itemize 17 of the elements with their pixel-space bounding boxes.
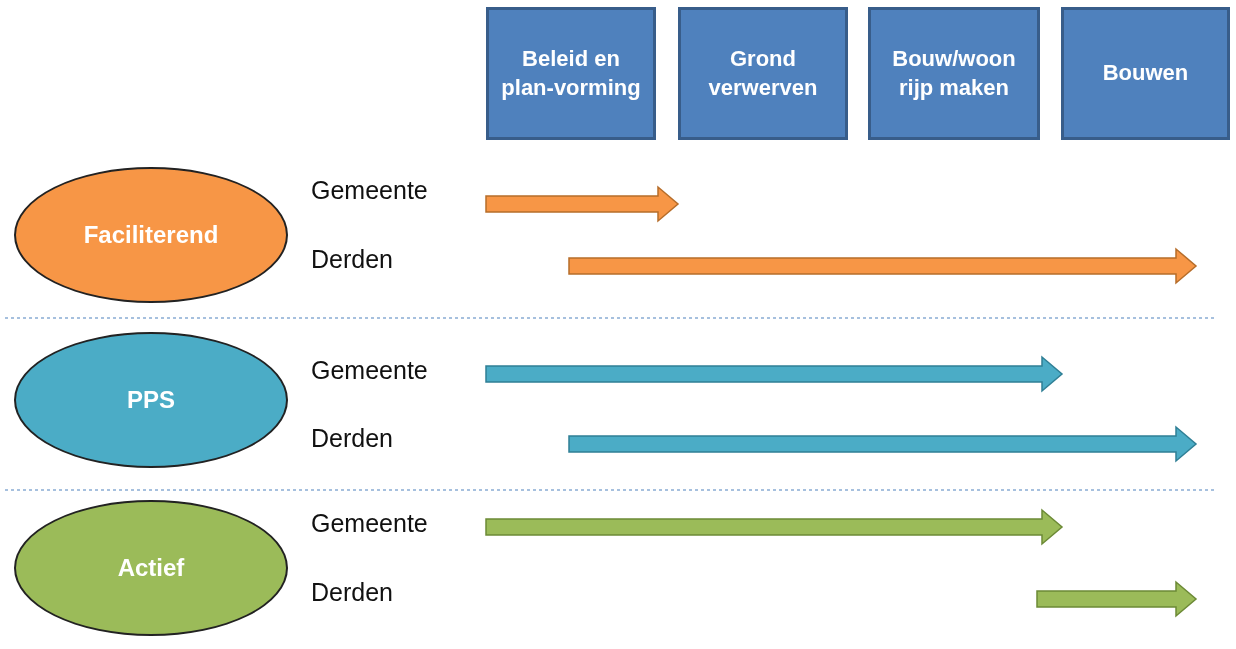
row-label: Derden	[311, 424, 393, 453]
row-label: Gemeente	[311, 509, 428, 538]
phase-title: Bouw/woon rijp maken	[891, 44, 1017, 102]
phase-title: Bouwen	[1102, 59, 1189, 88]
phase-box	[486, 7, 656, 140]
phase-title: Beleid en plan-vorming	[500, 44, 642, 102]
role-title: Faciliterend	[83, 221, 219, 249]
phase-box	[678, 7, 848, 140]
phase-box	[868, 7, 1040, 140]
role-title: PPS	[127, 386, 175, 414]
role-title: Actief	[117, 554, 185, 582]
row-label: Derden	[311, 578, 393, 607]
phase-title: Grond verwerven	[707, 44, 819, 102]
phase-box	[1061, 7, 1230, 140]
row-label: Gemeente	[311, 356, 428, 385]
row-label: Derden	[311, 245, 393, 274]
row-label: Gemeente	[311, 176, 428, 205]
